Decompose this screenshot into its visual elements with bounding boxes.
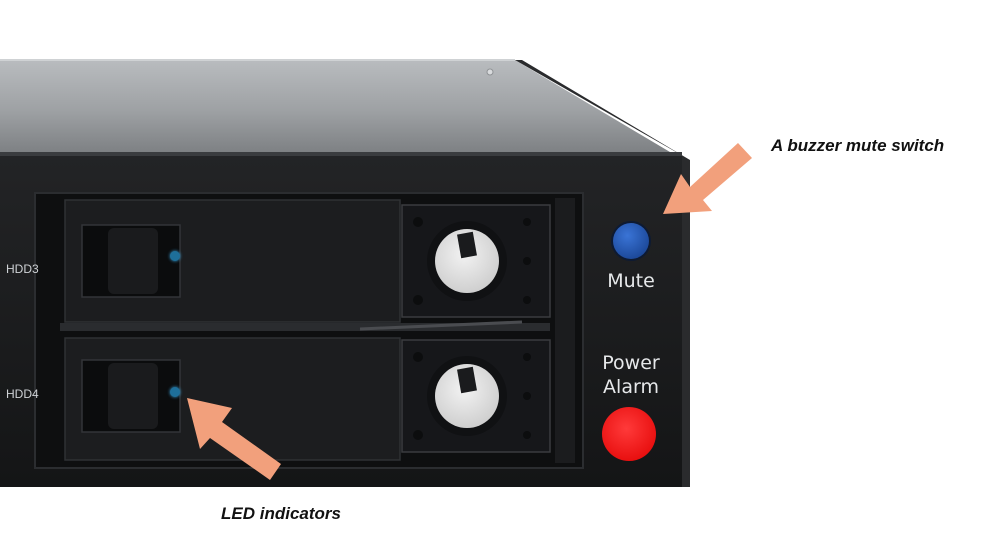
hdd4-status-led [170,387,180,397]
power-alarm-led [602,407,656,461]
tray-divider [60,323,550,331]
power-label: Power [602,352,660,374]
mute-button[interactable] [613,223,649,259]
buzzer-callout-text: A buzzer mute switch [771,136,945,155]
hdd3-status-led [170,251,180,261]
hdd4-label: HDD4 [6,387,39,401]
drive-tray-hdd4[interactable] [64,337,551,461]
tray-latch-rod [359,320,523,331]
buzzer-callout-arrow [663,143,752,214]
led-callout-arrow [187,398,281,480]
hdd3-label: HDD3 [6,262,39,276]
drive-bay-rail [555,198,575,463]
led-callout-text: LED indicators [221,504,341,523]
alarm-label: Alarm [603,376,659,398]
chassis-top-panel [0,60,670,152]
drive-tray-hdd3[interactable] [64,199,551,323]
chassis-screw [486,68,494,76]
mute-label: Mute [607,270,655,292]
front-face-bevel [0,152,682,156]
